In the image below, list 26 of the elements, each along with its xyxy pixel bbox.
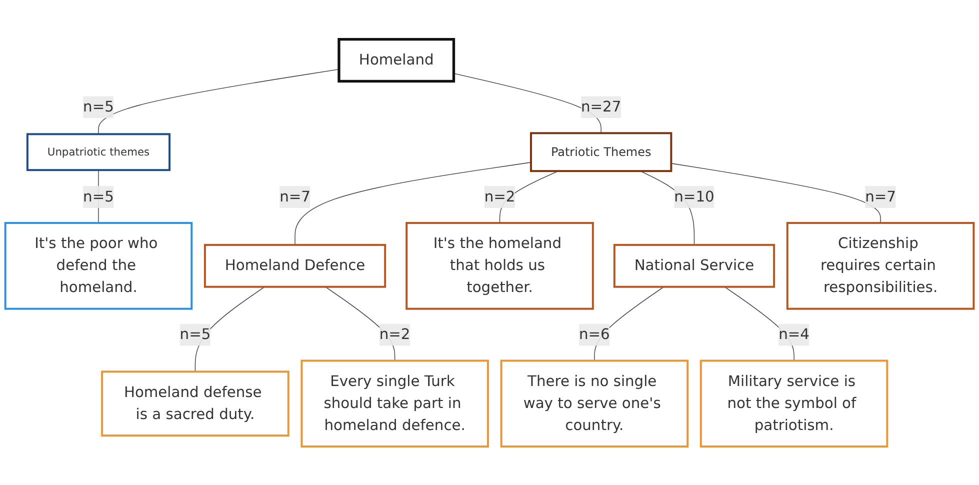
edge-label: n=6 (579, 326, 610, 343)
edge-label: n=27 (581, 98, 622, 116)
node-box: Homeland Defence (204, 244, 386, 288)
node-box: It's the homeland that holds us together. (406, 222, 594, 310)
edge-label: n=5 (83, 98, 114, 116)
edge-label: n=2 (379, 326, 410, 343)
node-box: It's the poor who defend the homeland. (4, 222, 193, 310)
edge-label: n=7 (280, 188, 310, 205)
node-box: Citizenship requires certain responsibilities. (786, 222, 975, 310)
connector (670, 162, 881, 223)
node-box: Homeland defense is a sacred duty. (101, 370, 290, 436)
node-box: Unpatriotic themes (26, 132, 170, 171)
node-box: Patriotic Themes (530, 132, 672, 172)
edge-label: n=5 (83, 188, 114, 205)
edge-label: n=7 (865, 188, 896, 205)
edge-label: n=5 (180, 326, 211, 343)
node-box: Homeland (338, 38, 456, 82)
edge-label: n=10 (674, 188, 714, 205)
connector (98, 68, 340, 134)
connector (294, 162, 532, 245)
edge-label: n=2 (484, 188, 516, 205)
node-box: Military service is not the symbol of patriotism. (700, 359, 888, 448)
edge-label: n=4 (778, 326, 810, 343)
node-box: There is no single way to serve one's country. (500, 359, 689, 448)
node-box: Every single Turk should take part in homeland defence. (300, 359, 489, 448)
node-box: National Service (613, 244, 776, 288)
